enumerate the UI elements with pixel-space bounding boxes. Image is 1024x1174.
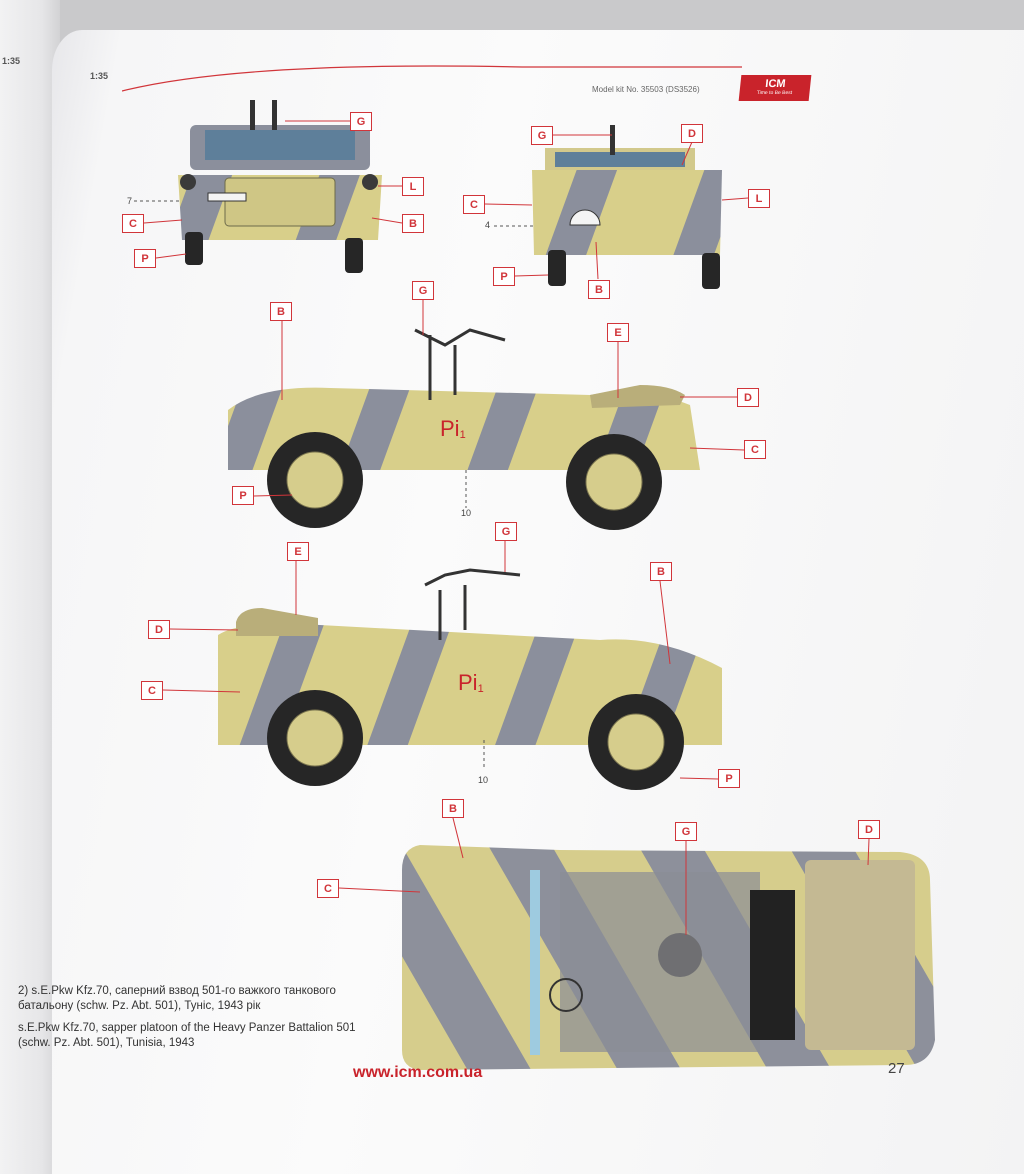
right-callout-b: B bbox=[650, 562, 672, 581]
rear-callout-d: D bbox=[681, 124, 703, 143]
rear-body bbox=[532, 170, 722, 255]
rear-view bbox=[532, 125, 722, 289]
front-view bbox=[178, 100, 382, 273]
left-callout-d: D bbox=[737, 388, 759, 407]
left-marking: Pi bbox=[440, 416, 460, 441]
previous-page-scale: 1:35 bbox=[2, 56, 21, 66]
page-number: 27 bbox=[888, 1060, 905, 1077]
svg-text:Pi1: Pi1 bbox=[458, 670, 484, 695]
rear-number-plate bbox=[569, 209, 601, 226]
scale-label: 1:35 bbox=[90, 71, 109, 81]
website-link[interactable]: www.icm.com.ua bbox=[353, 1064, 483, 1081]
caption-ukrainian: 2) s.E.Pkw Kfz.70, саперний взвод 501-го… bbox=[18, 985, 336, 1012]
right-callout-g: G bbox=[495, 522, 517, 541]
right-side-view: Pi1 bbox=[218, 568, 722, 790]
left-callout-c: C bbox=[744, 440, 766, 459]
top-canvas-roll bbox=[805, 860, 915, 1050]
vehicle-caption: 2) s.E.Pkw Kfz.70, саперний взвод 501-го… bbox=[18, 984, 358, 1058]
front-callout-g: G bbox=[350, 112, 372, 131]
rear-callout-p: P bbox=[493, 267, 515, 286]
caption-english: s.E.Pkw Kfz.70, sapper platoon of the He… bbox=[18, 1022, 356, 1049]
leader-lines bbox=[143, 120, 870, 935]
left-dim-label: 10 bbox=[461, 508, 472, 518]
rear-windshield bbox=[555, 152, 685, 167]
left-callout-g: G bbox=[412, 281, 434, 300]
left-twin-mg bbox=[414, 328, 506, 400]
rear-callout-c: C bbox=[463, 195, 485, 214]
right-rear-wheel bbox=[286, 709, 344, 767]
front-callout-b: B bbox=[402, 214, 424, 233]
front-grille bbox=[224, 177, 336, 227]
front-mg-post bbox=[272, 100, 277, 130]
kit-number: Model kit No. 35503 (DS3526) bbox=[592, 85, 700, 94]
right-callout-c: C bbox=[141, 681, 163, 700]
rear-dim-label: 4 bbox=[485, 220, 491, 230]
right-dim-label: 10 bbox=[478, 775, 489, 785]
front-dim-label: 7 bbox=[127, 196, 133, 206]
front-callout-l: L bbox=[402, 177, 424, 196]
front-windshield bbox=[205, 130, 355, 160]
rear-tyre-right bbox=[702, 253, 720, 289]
top-callout-b: B bbox=[442, 799, 464, 818]
front-tyre-left bbox=[185, 232, 203, 265]
left-callout-e: E bbox=[607, 323, 629, 342]
rear-callout-b: B bbox=[588, 280, 610, 299]
top-callout-d: D bbox=[858, 820, 880, 839]
right-marking-sub: 1 bbox=[478, 683, 484, 695]
left-callout-b: B bbox=[270, 302, 292, 321]
rear-mg-post bbox=[610, 125, 615, 155]
front-callout-p: P bbox=[134, 249, 156, 268]
left-stowed-canvas bbox=[590, 385, 685, 408]
top-windshield bbox=[530, 870, 540, 1055]
rear-tyre-left bbox=[548, 250, 566, 286]
header-rule bbox=[122, 65, 742, 92]
svg-text:Pi1: Pi1 bbox=[440, 416, 466, 441]
left-front-wheel bbox=[286, 451, 344, 509]
right-front-wheel bbox=[607, 713, 665, 771]
front-number-plate bbox=[207, 192, 247, 202]
front-headlight-left bbox=[180, 174, 196, 190]
right-callout-p: P bbox=[718, 769, 740, 788]
left-rear-wheel bbox=[585, 453, 643, 511]
front-headlight-right bbox=[362, 174, 378, 190]
front-mg-post bbox=[250, 100, 255, 130]
left-side-view: Pi1 bbox=[228, 328, 700, 530]
rear-callout-g: G bbox=[531, 126, 553, 145]
front-tyre-right bbox=[345, 238, 363, 273]
front-callout-c: C bbox=[122, 214, 144, 233]
top-mg-mount bbox=[658, 933, 702, 977]
right-callout-e: E bbox=[287, 542, 309, 561]
top-callout-c: C bbox=[317, 879, 339, 898]
rear-callout-l: L bbox=[748, 189, 770, 208]
dimension-lines bbox=[134, 200, 534, 770]
top-steering-wheel bbox=[549, 978, 583, 1012]
top-callout-g: G bbox=[675, 822, 697, 841]
right-stowed-canvas bbox=[236, 608, 318, 636]
right-twin-mg bbox=[424, 568, 521, 640]
previous-page-edge: 1:35 bbox=[0, 0, 60, 1174]
right-callout-d: D bbox=[148, 620, 170, 639]
left-marking-sub: 1 bbox=[460, 429, 466, 441]
top-view bbox=[402, 845, 935, 1070]
left-callout-p: P bbox=[232, 486, 254, 505]
right-marking: Pi bbox=[458, 670, 478, 695]
top-rear-seat bbox=[750, 890, 795, 1040]
